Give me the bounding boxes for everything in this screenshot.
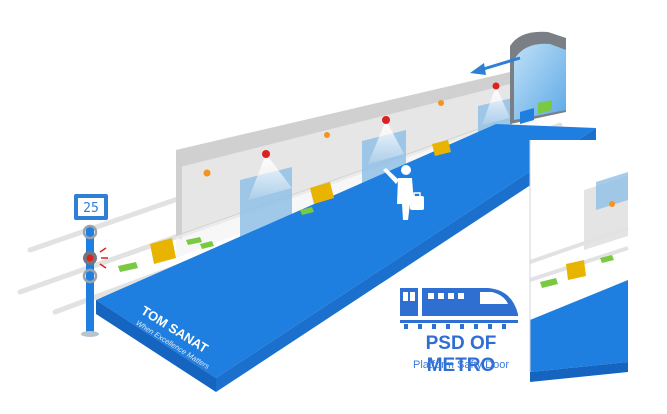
clock-display: 25 <box>83 201 99 216</box>
wall-indicator-lights <box>203 100 444 177</box>
clock-signal-pole <box>81 224 108 337</box>
train-direction-arrow <box>470 56 521 75</box>
track-markers <box>118 140 451 272</box>
platform <box>96 124 596 392</box>
digital-clock: 25 <box>74 194 108 220</box>
psd-title: PSD OF METRO <box>425 333 497 376</box>
metro-train <box>510 31 566 124</box>
detail-inset <box>529 140 629 382</box>
passenger-figure <box>383 165 424 220</box>
psd-train-logo-icon <box>400 288 518 329</box>
psd-subtitle: Platform Safty Door <box>413 359 509 371</box>
